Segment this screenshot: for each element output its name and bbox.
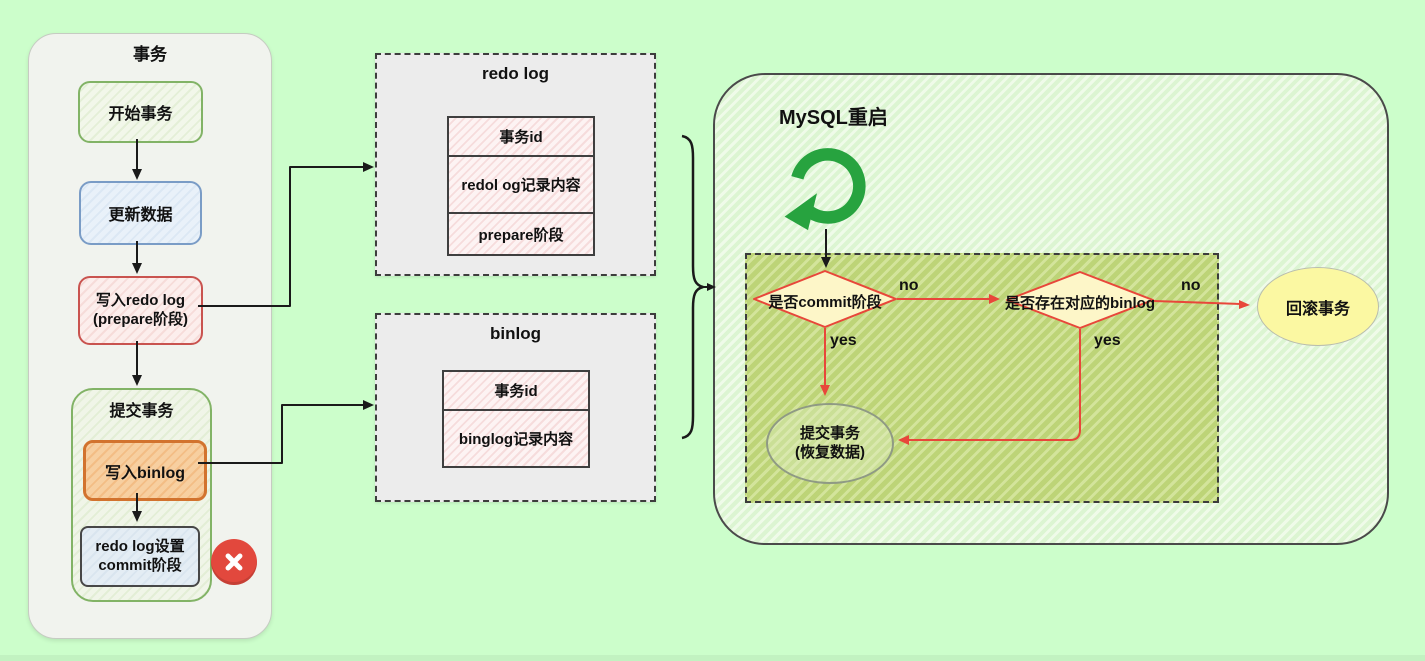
- edge-label-no-1: no: [899, 277, 919, 294]
- commit-group-title: 提交事务: [109, 403, 174, 420]
- node-write-redo-log: 写入redo log (prepare阶段): [78, 276, 203, 345]
- binlog-table: 事务id binglog记录内容: [442, 370, 590, 468]
- redo-log-table: 事务id redol og记录内容 prepare阶段: [447, 116, 595, 256]
- x-circle-icon: [211, 539, 257, 585]
- table-row: binglog记录内容: [442, 409, 590, 468]
- commit-recover-label: 提交事务 (恢复数据): [795, 424, 865, 461]
- table-row: 事务id: [447, 116, 595, 157]
- redo-log-box: redo log 事务id redol og记录内容 prepare阶段: [375, 53, 656, 276]
- node-write-binlog: 写入binlog: [83, 440, 207, 501]
- node-update-data: 更新数据: [79, 181, 202, 245]
- node-write-binlog-label: 写入binlog: [105, 464, 185, 482]
- edge-label-yes-1: yes: [830, 332, 857, 349]
- table-row: redol og记录内容: [447, 155, 595, 214]
- node-update-label: 更新数据: [108, 207, 173, 224]
- rollback-ellipse: 回滚事务: [1257, 267, 1379, 346]
- node-redo-log-set-commit: redo log设置 commit阶段: [80, 526, 200, 587]
- x-glyph: [225, 553, 243, 571]
- transaction-panel: 事务 开始事务 更新数据 写入redo log (prepare阶段) 提交事务…: [28, 33, 272, 639]
- decision-commit-label: 是否commit阶段: [768, 294, 882, 311]
- edge-label-yes-2: yes: [1094, 332, 1121, 349]
- decision-binlog-label: 是否存在对应的binlog: [1005, 295, 1155, 312]
- group-brace: [681, 134, 716, 440]
- node-redo-commit-label: redo log设置 commit阶段: [95, 537, 185, 574]
- table-row: 事务id: [442, 370, 590, 411]
- bottom-edge-strip: [0, 655, 1425, 661]
- commit-transaction-group: 提交事务 写入binlog redo log设置 commit阶段: [71, 388, 212, 602]
- binlog-box: binlog 事务id binglog记录内容: [375, 313, 656, 502]
- redo-log-box-title: redo log: [481, 64, 550, 83]
- rollback-label: 回滚事务: [1285, 300, 1350, 318]
- node-start-transaction: 开始事务: [78, 81, 203, 143]
- transaction-panel-title: 事务: [133, 45, 167, 64]
- commit-recover-ellipse: 提交事务 (恢复数据): [766, 403, 894, 484]
- edge-label-no-2: no: [1181, 277, 1201, 294]
- node-write-redo-label: 写入redo log (prepare阶段): [92, 291, 189, 328]
- table-row: prepare阶段: [447, 212, 595, 256]
- mysql-restart-title: MySQL重启: [779, 107, 888, 129]
- node-start-label: 开始事务: [108, 106, 173, 123]
- binlog-box-title: binlog: [490, 324, 541, 343]
